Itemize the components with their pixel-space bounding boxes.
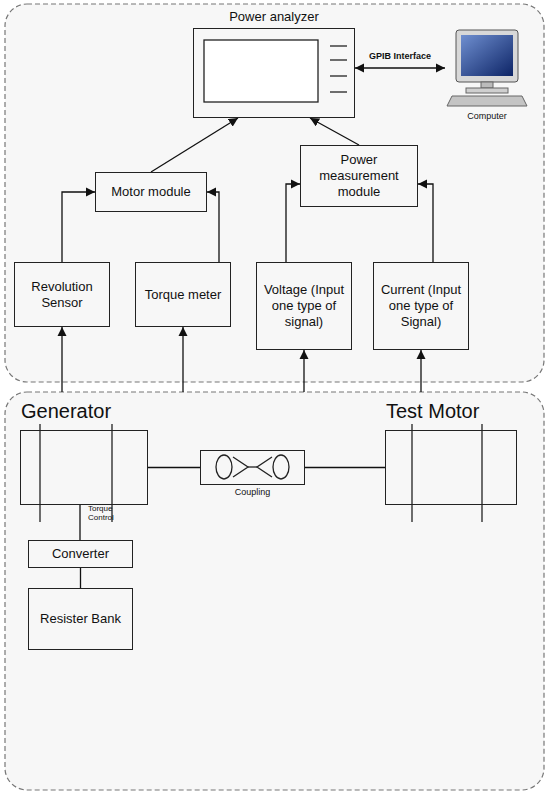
node-label: Current (Input one type of Signal) bbox=[374, 282, 468, 330]
node-label: Power measurement module bbox=[301, 152, 417, 200]
node-heading: Generator bbox=[21, 400, 111, 423]
resistor-bank-box: Resister Bank bbox=[28, 588, 133, 650]
signal-input-box: Current (Input one type of Signal) bbox=[373, 262, 469, 350]
signal-arrow bbox=[151, 118, 238, 172]
signal-input-box: Voltage (Input one type of signal) bbox=[256, 262, 352, 350]
signal-arrow bbox=[418, 184, 433, 262]
node-heading: Test Motor bbox=[386, 400, 479, 423]
sensor-box: Revolution Sensor bbox=[14, 262, 110, 327]
node-label: Revolution Sensor bbox=[15, 279, 109, 311]
analyzer-buttons bbox=[330, 46, 347, 92]
generator-box: Generator bbox=[20, 430, 148, 505]
test-bench-panel bbox=[5, 392, 544, 790]
measurement-feed-arrow bbox=[303, 350, 304, 392]
measurement-panel bbox=[5, 4, 544, 382]
signal-arrow bbox=[286, 184, 300, 262]
machine-frame-lines bbox=[40, 424, 482, 522]
node-heading: Computer bbox=[467, 111, 507, 121]
computer-icon bbox=[447, 30, 527, 106]
signal-arrow bbox=[355, 67, 445, 68]
node-heading: Power analyzer bbox=[229, 10, 319, 25]
process-box: Power measurement module bbox=[300, 145, 418, 207]
node-label: Converter bbox=[48, 546, 113, 562]
signal-arrow bbox=[310, 118, 359, 145]
measurement-feed-arrow bbox=[182, 327, 183, 392]
control-label: Torque Control bbox=[88, 505, 130, 523]
coupling-box: Coupling bbox=[200, 450, 305, 485]
measurement-feed-arrow bbox=[420, 350, 421, 392]
computer-icon-node: Computer bbox=[445, 28, 529, 108]
signal-arrow bbox=[62, 192, 95, 262]
analyzer-box: Power analyzer bbox=[193, 28, 355, 118]
shaft-line bbox=[305, 467, 385, 468]
shaft-line bbox=[80, 568, 81, 588]
node-label: Torque meter bbox=[141, 287, 226, 303]
coupling-symbol bbox=[216, 455, 289, 479]
signal-arrow bbox=[207, 192, 219, 262]
node-label: Resister Bank bbox=[36, 611, 125, 627]
node-label: Voltage (Input one type of signal) bbox=[257, 282, 351, 330]
interface-label: GPIB Interface bbox=[369, 51, 431, 61]
shaft-line bbox=[79, 505, 80, 540]
node-label: Motor module bbox=[107, 184, 194, 200]
analyzer-screen bbox=[204, 40, 318, 102]
converter-box: Converter bbox=[28, 540, 133, 568]
motor-box: Test Motor bbox=[385, 430, 517, 505]
shaft-line bbox=[148, 467, 200, 468]
measurement-feed-arrow bbox=[61, 327, 62, 392]
process-box: Motor module bbox=[95, 172, 207, 212]
node-heading: Coupling bbox=[235, 487, 271, 497]
sensor-box: Torque meter bbox=[135, 262, 231, 327]
